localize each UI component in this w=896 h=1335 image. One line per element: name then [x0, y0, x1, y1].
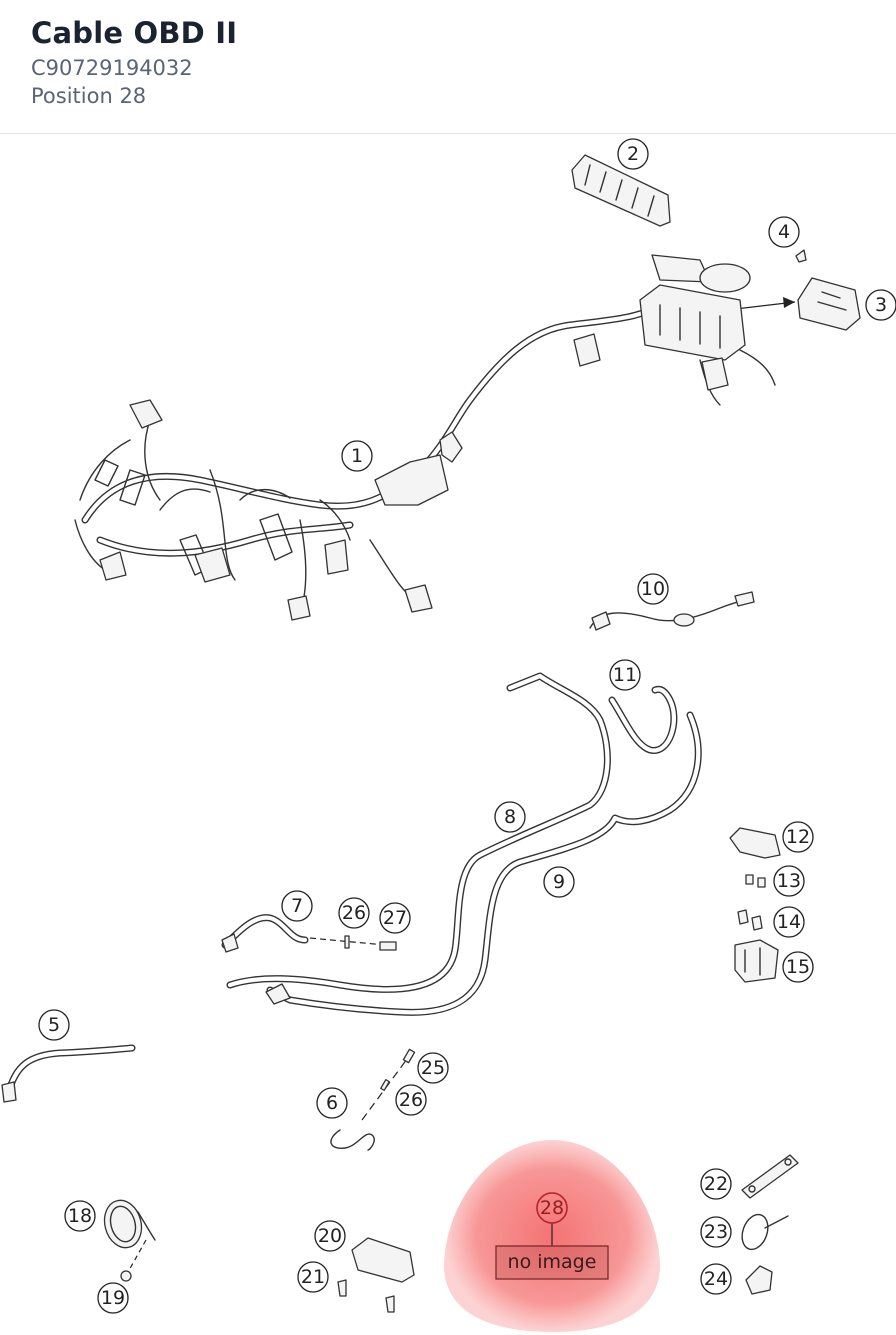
callout-label: 6 [326, 1092, 338, 1114]
callout-label: 19 [101, 1287, 125, 1309]
callout-label: 27 [383, 907, 407, 929]
part-5-cable [1, 1044, 136, 1103]
callout-18[interactable]: 18 [64, 1200, 96, 1232]
callout-1[interactable]: 1 [341, 440, 373, 472]
part-4-clip [795, 249, 807, 263]
callout-label: 23 [704, 1221, 728, 1243]
part-number: C90729194032 [31, 56, 193, 80]
part-6-cable [330, 1048, 416, 1151]
callout-label: 7 [291, 895, 303, 917]
callout-14[interactable]: 14 [773, 906, 805, 938]
callout-label: 5 [48, 1014, 60, 1036]
callout-label: 24 [704, 1268, 728, 1290]
callout-9[interactable]: 9 [543, 866, 575, 898]
part-24-clip [745, 1265, 773, 1295]
part-1-main-harness [74, 301, 664, 621]
callout-20[interactable]: 20 [314, 1220, 346, 1252]
part-10-cable [589, 591, 755, 631]
callout-10[interactable]: 10 [637, 573, 669, 605]
part-11-cable [608, 685, 678, 754]
part-15-relay [734, 939, 779, 983]
callout-label: 14 [777, 911, 801, 933]
callout-label: 12 [786, 826, 810, 848]
callout-25[interactable]: 25 [417, 1052, 449, 1084]
callout-23[interactable]: 23 [700, 1216, 732, 1248]
callout-13[interactable]: 13 [773, 865, 805, 897]
callout-11[interactable]: 11 [609, 659, 641, 691]
callout-label: 26 [342, 902, 366, 924]
part-8-cable [226, 672, 611, 993]
callout-label: 22 [704, 1173, 728, 1195]
callout-4[interactable]: 4 [768, 216, 800, 248]
part-23-cable-tie [741, 1213, 789, 1251]
part-9-cable [265, 711, 702, 1016]
callout-label: 2 [627, 143, 639, 165]
callout-label: 20 [318, 1225, 342, 1247]
callout-21[interactable]: 21 [297, 1261, 329, 1293]
callout-label: 18 [68, 1205, 92, 1227]
no-image-box[interactable] [495, 1245, 609, 1280]
callout-2[interactable]: 2 [617, 138, 649, 170]
callout-26[interactable]: 26 [395, 1084, 427, 1116]
callout-28-label: 28 [540, 1197, 564, 1219]
part-7-cable [221, 914, 397, 953]
no-image-text: no image [508, 1251, 597, 1273]
callout-label: 1 [351, 445, 363, 467]
callout-label: 9 [553, 871, 565, 893]
callout-layer: 1234567891011121314151819202122232425262… [38, 138, 896, 1314]
page-header: Cable OBD II C90729194032 Position 28 [0, 0, 896, 134]
part-21-screws [337, 1279, 395, 1313]
callout-3[interactable]: 3 [865, 289, 896, 321]
callout-27[interactable]: 27 [379, 902, 411, 934]
part-13-fuse [745, 874, 766, 888]
callout-22[interactable]: 22 [700, 1168, 732, 1200]
callout-label: 13 [777, 870, 801, 892]
position-label: Position 28 [31, 84, 147, 108]
callout-28[interactable]: 28 [536, 1192, 568, 1224]
part-18-horn [103, 1199, 156, 1273]
part-14-fuse [737, 909, 763, 931]
callout-label: 4 [778, 221, 790, 243]
part-12-holder [729, 827, 781, 859]
callout-6[interactable]: 6 [316, 1087, 348, 1119]
callout-label: 26 [399, 1089, 423, 1111]
callout-label: 11 [613, 664, 637, 686]
part-3-control-unit [709, 277, 861, 331]
callout-24[interactable]: 24 [700, 1263, 732, 1295]
callout-12[interactable]: 12 [782, 821, 814, 853]
page-title: Cable OBD II [31, 16, 238, 50]
part-20-cover [351, 1237, 415, 1283]
callout-label: 3 [875, 294, 887, 316]
callout-label: 15 [786, 956, 810, 978]
callout-7[interactable]: 7 [281, 890, 313, 922]
callout-5[interactable]: 5 [38, 1009, 70, 1041]
callout-label: 21 [301, 1266, 325, 1288]
fuse-box-assembly [573, 254, 776, 406]
callout-label: 10 [641, 578, 665, 600]
part-2-cover [571, 154, 671, 227]
callout-label: 8 [504, 806, 516, 828]
callout-19[interactable]: 19 [97, 1282, 129, 1314]
callout-label: 25 [421, 1057, 445, 1079]
part-19-nut [120, 1270, 132, 1282]
highlighted-part-28[interactable]: 28 no image [495, 1192, 609, 1280]
callout-8[interactable]: 8 [494, 801, 526, 833]
callout-26[interactable]: 26 [338, 897, 370, 929]
part-22-bracket [741, 1154, 799, 1199]
callout-15[interactable]: 15 [782, 951, 814, 983]
